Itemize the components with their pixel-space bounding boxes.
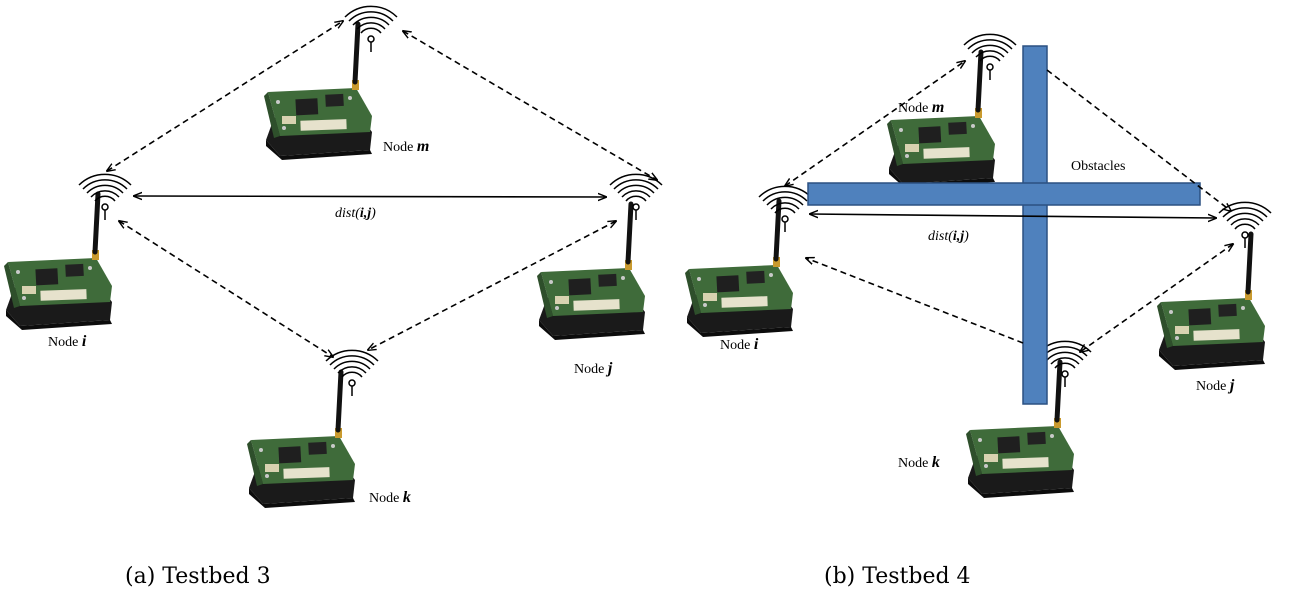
link-i-m-b: [785, 61, 965, 186]
mote-i-b: [685, 201, 793, 337]
panel-b: Obstacles dist(i,j) Node m Node i Node j…: [685, 33, 1272, 589]
obstacles-label: Obstacles: [1071, 159, 1125, 174]
wifi-icon-i-a: [78, 173, 132, 221]
node-label-k-b: Node k: [898, 454, 940, 471]
wifi-icon-i-b: [758, 185, 812, 233]
link-i-m-a: [107, 21, 343, 171]
obstacle-vertical: [1022, 45, 1048, 405]
wifi-icon-m-b: [963, 33, 1017, 81]
mote-j-a: [537, 204, 645, 340]
link-k-i-b: [806, 258, 1024, 344]
node-label-m-b: Node m: [898, 99, 944, 116]
node-label-m-a: Node m: [383, 138, 429, 155]
distance-arrow-a: [134, 196, 606, 197]
distance-label-a: dist(i,j): [335, 206, 376, 221]
node-label-j-a: Node j: [574, 360, 613, 377]
node-label-i-b: Node i: [720, 336, 759, 353]
mote-i-a: [4, 194, 112, 330]
caption-a: (a) Testbed 3: [125, 564, 271, 589]
caption-b: (b) Testbed 4: [824, 564, 971, 589]
distance-arrow-b: [810, 214, 1216, 218]
link-j-k-b: [1080, 244, 1233, 352]
node-label-i-a: Node i: [48, 333, 87, 350]
node-label-k-a: Node k: [369, 489, 411, 506]
mote-m-b: [887, 52, 995, 188]
wifi-icon-j-a: [609, 173, 663, 221]
mote-k-b: [966, 362, 1074, 498]
distance-label-b: dist(i,j): [928, 229, 969, 244]
node-label-j-b: Node j: [1196, 377, 1235, 394]
panel-a: dist(i,j) Node m Node i Node j Node k (a…: [4, 5, 663, 589]
obstacle-horizontal: [807, 182, 1201, 206]
mote-j-b: [1157, 234, 1265, 370]
link-m-j-b: [1046, 69, 1231, 211]
link-m-j-a: [403, 31, 657, 180]
mote-m-a: [264, 24, 372, 160]
wifi-icon-m-a: [344, 5, 398, 53]
mote-k-a: [247, 372, 355, 508]
link-i-k-a: [119, 221, 333, 357]
wifi-icon-k-a: [325, 349, 379, 397]
link-j-k-a: [368, 221, 616, 350]
wifi-icon-j-b: [1218, 201, 1272, 249]
